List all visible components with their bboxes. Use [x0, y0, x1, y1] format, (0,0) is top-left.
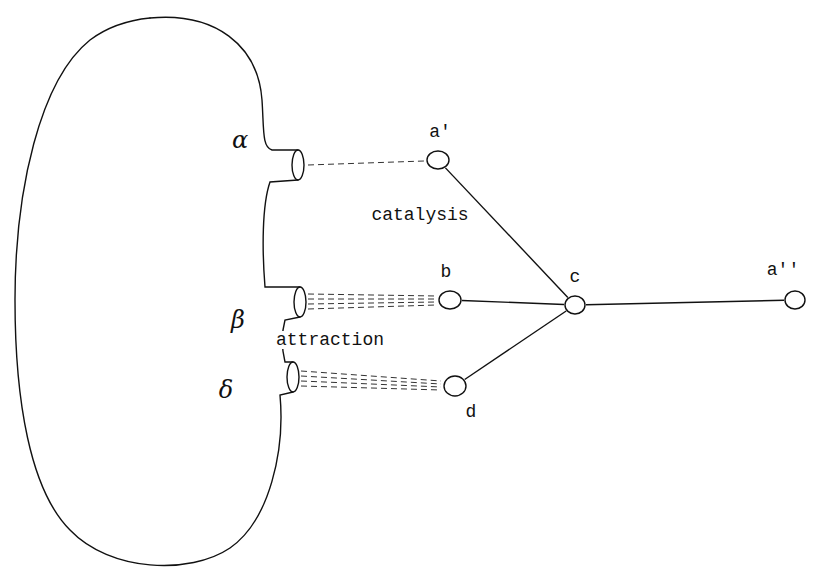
note-label: attraction — [274, 331, 386, 349]
bond-line — [586, 300, 784, 305]
molecule-circle: d — [443, 375, 467, 397]
interaction-line — [308, 302, 436, 304]
site-label: α — [230, 128, 250, 152]
circle-outline — [426, 150, 450, 170]
enzyme-body — [15, 18, 293, 565]
interaction-line — [308, 161, 424, 165]
bond-line — [445, 168, 567, 298]
node-label: c — [570, 268, 581, 286]
node-label: d — [466, 403, 477, 421]
interaction-line — [301, 386, 441, 390]
molecule-circle: a'' — [784, 290, 806, 310]
bond-line — [465, 311, 567, 380]
binding-pocket — [294, 287, 306, 317]
enzyme-body — [263, 180, 300, 287]
node-label: a'' — [767, 261, 799, 279]
node-label: b — [441, 263, 452, 281]
molecule-circle: b — [438, 290, 462, 310]
enzyme-body — [150, 17, 298, 150]
circle-outline — [564, 295, 586, 315]
bond-line — [462, 300, 564, 304]
binding-pocket — [287, 362, 299, 392]
interaction-line — [301, 376, 441, 384]
molecule-circle: c — [564, 295, 586, 315]
binding-pocket — [292, 150, 304, 180]
interaction-line — [308, 305, 436, 309]
circle-outline — [784, 290, 806, 310]
circle-outline — [438, 290, 462, 310]
circle-outline — [443, 375, 467, 397]
site-label: δ — [217, 378, 235, 402]
site-label: β — [229, 308, 247, 332]
molecule-circle: a' — [426, 150, 450, 170]
note-label: catalysis — [369, 206, 470, 224]
interaction-line — [308, 294, 436, 296]
interaction-line — [308, 299, 436, 300]
node-label: a' — [429, 123, 451, 141]
